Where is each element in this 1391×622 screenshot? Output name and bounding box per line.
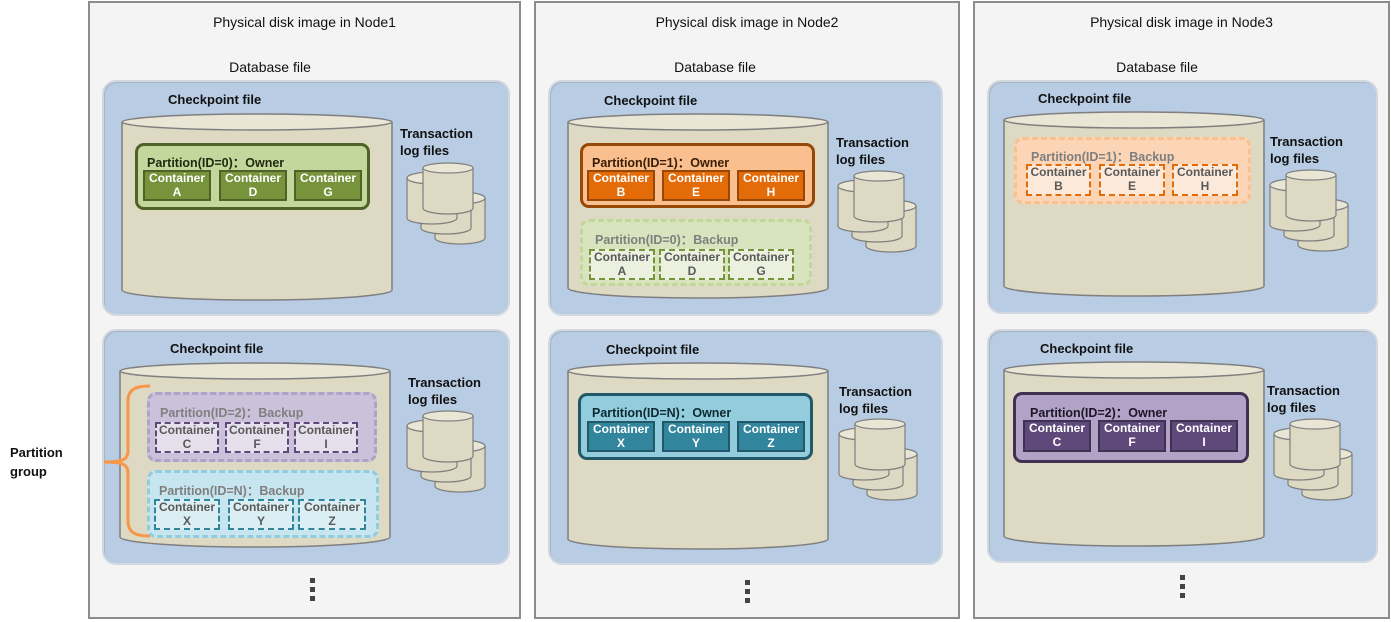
partition-title: Partition(ID=0)：Owner (147, 156, 285, 170)
node2-database-label: Database file (674, 59, 756, 75)
node3-database-label: Database file (1116, 59, 1198, 75)
node2-log-cylinders-1 (837, 170, 917, 253)
node2-title: Physical disk image in Node2 (655, 14, 839, 30)
node1-log-label-2: Transaction log files (408, 375, 481, 407)
node3-log-cylinders-1 (1269, 169, 1349, 252)
partition-title: Partition(ID=N)：Backup (159, 484, 305, 498)
partition-title: Partition(ID=2)：Backup (160, 406, 304, 420)
node2-log-label-2: Transaction log files (839, 384, 912, 416)
node1-title: Physical disk image in Node1 (213, 14, 396, 30)
partition-title: Partition(ID=1)：Owner (592, 156, 730, 170)
node2-checkpoint-label-2: Checkpoint file (606, 342, 700, 357)
node3-checkpoint-label-1: Checkpoint file (1038, 91, 1132, 106)
node1-log-cylinders-2 (406, 410, 486, 493)
partition-title: Partition(ID=N)：Owner (592, 406, 732, 420)
node3-log-cylinders-2 (1273, 418, 1353, 501)
partition-group-label: Partition group (10, 445, 63, 479)
node3-log-label-2: Transaction log files (1267, 383, 1340, 415)
partition-title: Partition(ID=1)：Backup (1031, 150, 1175, 164)
partition-title: Partition(ID=0)：Backup (595, 233, 739, 247)
node2-more-ellipsis (745, 580, 751, 607)
node3-more-ellipsis (1180, 575, 1186, 602)
node1-more-ellipsis (310, 578, 316, 605)
partition-title: Partition(ID=2)：Owner (1030, 406, 1168, 420)
node3-log-label-1: Transaction log files (1270, 134, 1343, 166)
node1-log-label-1: Transaction log files (400, 126, 473, 158)
node2-checkpoint-label-1: Checkpoint file (604, 93, 698, 108)
partition-group-bracket (103, 384, 151, 538)
node3-title: Physical disk image in Node3 (1090, 14, 1273, 30)
node1-database-label: Database file (229, 59, 311, 75)
node1-log-cylinders-1 (406, 162, 486, 245)
node1-checkpoint-label-1: Checkpoint file (168, 92, 262, 107)
node2-log-label-1: Transaction log files (836, 135, 909, 167)
node2-log-cylinders-2 (838, 418, 918, 501)
node3-checkpoint-label-2: Checkpoint file (1040, 341, 1134, 356)
node1-checkpoint-label-2: Checkpoint file (170, 341, 264, 356)
